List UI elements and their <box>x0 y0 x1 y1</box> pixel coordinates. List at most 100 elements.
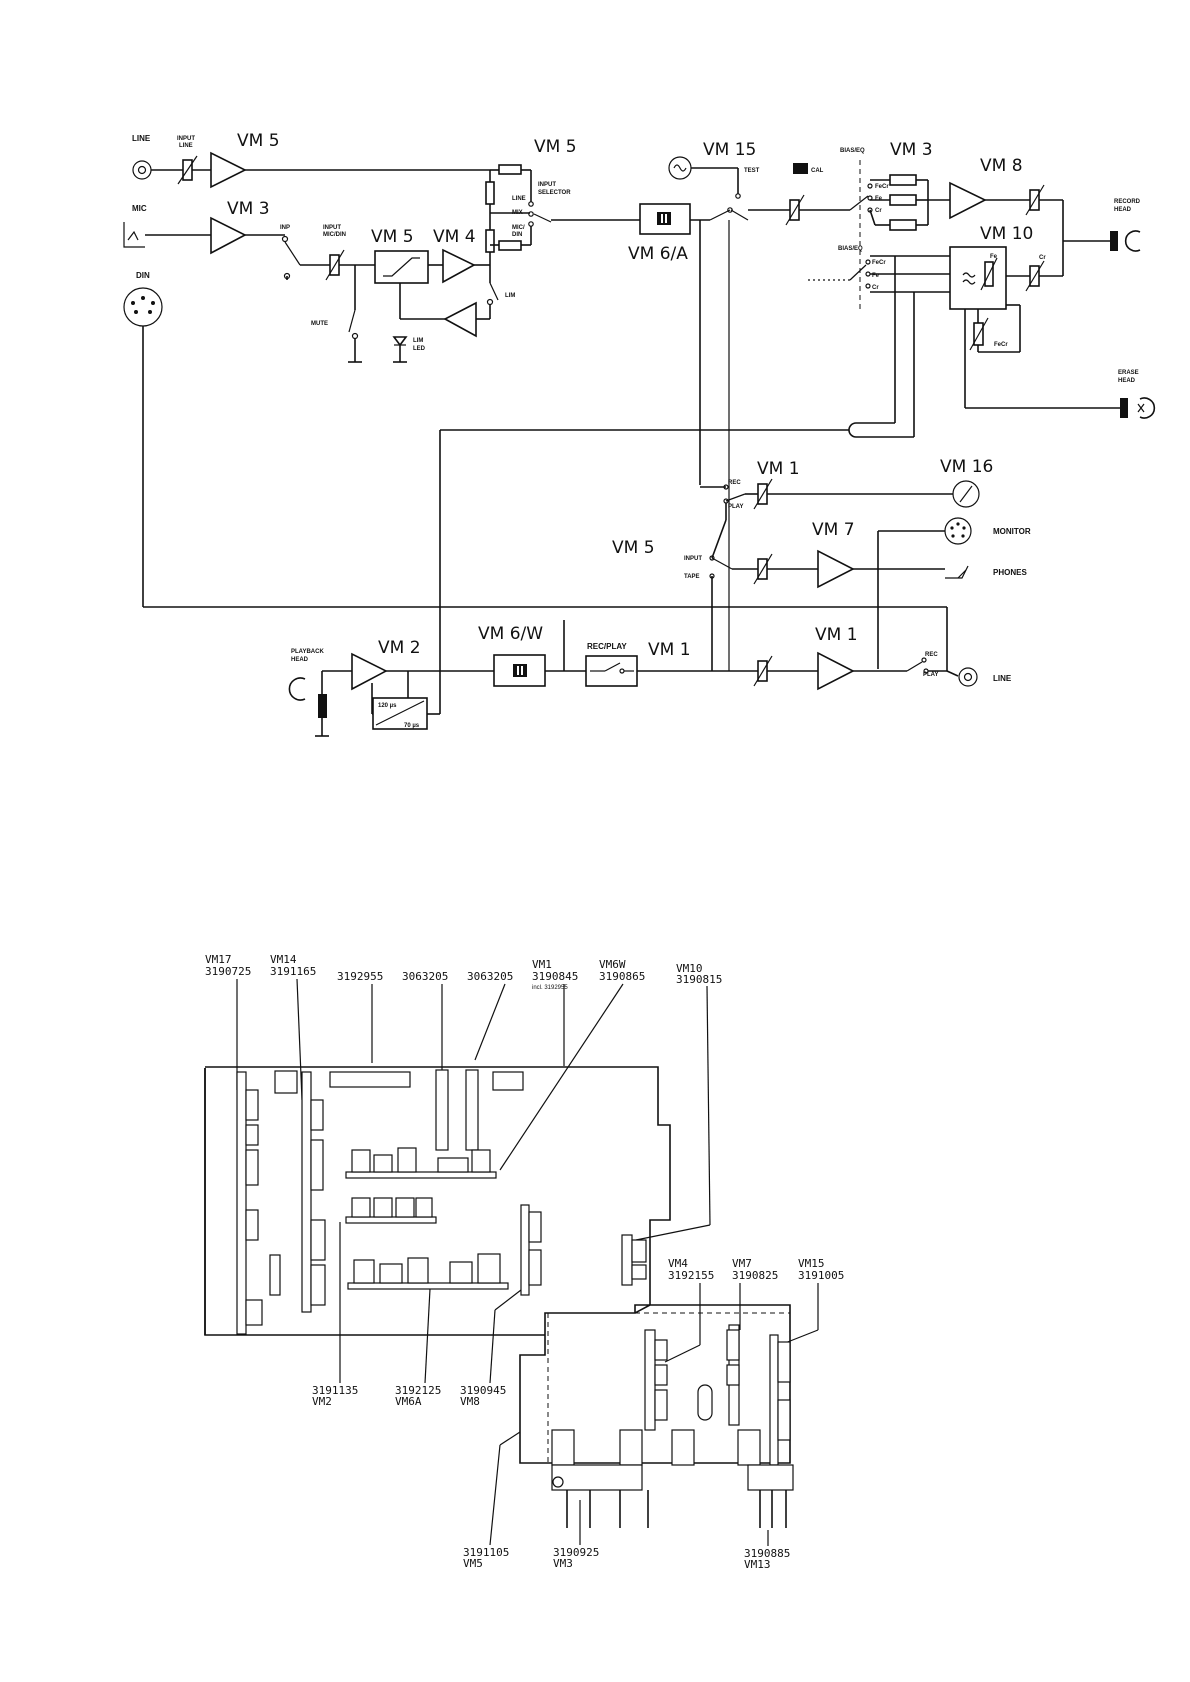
front-controls-row <box>551 1429 794 1528</box>
headphone-icon <box>945 565 969 579</box>
callout-3190945-part: 3190945 <box>460 1384 506 1397</box>
callout-vm4-module: VM4 <box>668 1257 688 1270</box>
label-record-head-2: HEAD <box>1114 207 1132 213</box>
vm5-line-amplifier-icon <box>210 151 247 189</box>
cal-badge <box>793 163 808 174</box>
callout-vm13-module: VM13 <box>744 1558 771 1571</box>
label-playback-head-2: HEAD <box>291 657 309 663</box>
vm7-amplifier-icon <box>817 549 855 589</box>
bottom-leader-lines <box>339 1222 769 1546</box>
label-bias-eq-2: BIAS/EQ <box>838 246 863 252</box>
callout-3191105-part: 3191105 <box>463 1546 509 1559</box>
vm4-amplifier-icon <box>442 248 476 284</box>
monitor-din-socket-icon <box>944 517 972 545</box>
vm17-module <box>236 1071 281 1335</box>
callout-3192955-part: 3192955 <box>337 970 383 983</box>
label-input-selector-2: SELECTOR <box>538 190 571 196</box>
callout-vm15-part: 3191005 <box>798 1269 844 1282</box>
module-vm10: VM 10 <box>980 224 1033 244</box>
label-din: DIN <box>136 271 150 280</box>
level-meter-icon <box>952 480 980 508</box>
label-line-in: LINE <box>132 134 151 143</box>
label-mic: MIC <box>132 204 147 213</box>
vm15-module <box>769 1334 791 1466</box>
callout-3063205a-part: 3063205 <box>402 970 448 983</box>
rec-play-switch-block <box>585 655 638 687</box>
callout-vm14-module: VM14 <box>270 953 297 966</box>
label-cr-10: Cr <box>1039 255 1046 261</box>
module-vm1-recplay: VM 1 <box>648 640 691 660</box>
label-inp: INP <box>280 225 290 231</box>
label-record-head-1: RECORD <box>1114 199 1141 205</box>
module-vm5-limiter: VM 5 <box>371 227 414 247</box>
label-rec-1: REC <box>728 480 741 486</box>
module-vm2: VM 2 <box>378 638 421 658</box>
vm2-module <box>345 1197 437 1224</box>
label-line-out: LINE <box>993 674 1012 683</box>
din-socket-icon <box>123 287 163 327</box>
callout-vm1-module: VM1 <box>532 958 552 971</box>
board-layout: VM17 3190725 VM14 3191165 3192955 306320… <box>204 953 844 1571</box>
callout-3063205b-part: 3063205 <box>467 970 513 983</box>
mute-switch-icon <box>348 309 359 340</box>
callout-vm14-part: 3191165 <box>270 965 316 978</box>
module-vm4: VM 4 <box>433 227 476 247</box>
module-vm5-monitor: VM 5 <box>612 538 655 558</box>
label-play-1: PLAY <box>728 504 743 510</box>
callout-vm7-module: VM7 <box>732 1257 752 1270</box>
module-vm16: VM 16 <box>940 457 993 477</box>
playback-eq-block <box>372 697 428 730</box>
vm8-amplifier-icon <box>949 181 987 220</box>
callout-vm1-note: incl. 3192955 <box>532 985 568 991</box>
label-cr-2: Cr <box>872 285 879 291</box>
label-eq-70: 70 µs <box>404 723 420 729</box>
top-leader-lines <box>236 978 711 1241</box>
label-input-micdin-1: INPUT <box>323 225 341 231</box>
label-monitor: MONITOR <box>993 527 1031 536</box>
label-rec-2: REC <box>925 652 938 658</box>
block-schematic: LINE INPUT LINE VM 5 MIC VM 3 INP DIN <box>123 131 1156 737</box>
vm6a-dolby-block <box>639 203 691 235</box>
label-input-2: INPUT <box>684 556 702 562</box>
module-vm1-meter: VM 1 <box>757 459 800 479</box>
callout-vm2-module: VM2 <box>312 1395 332 1408</box>
callout-vm17-module: VM17 <box>205 953 232 966</box>
label-fecr-1: FeCr <box>875 184 889 190</box>
lim-amplifier-icon <box>443 301 477 338</box>
oval-component <box>697 1384 713 1421</box>
vm6w-module <box>345 1147 497 1179</box>
label-input-micdin-2: MIC/DIN <box>323 232 346 238</box>
top-connector <box>492 1071 524 1091</box>
part-3063205-b <box>465 1069 479 1151</box>
label-eq-120: 120 µs <box>378 703 397 709</box>
label-sel-micdin-1: MIC/ <box>512 225 525 231</box>
lim-switch-icon <box>486 282 499 306</box>
mid-leader-lines <box>664 1283 819 1363</box>
label-play-2: PLAY <box>923 672 938 678</box>
label-lim-led-1: LIM <box>413 338 423 344</box>
label-phones: PHONES <box>993 568 1027 577</box>
callout-vm1-part: 3190845 <box>532 970 578 983</box>
callout-vm10-module: VM10 <box>676 962 703 975</box>
label-cr-1: Cr <box>875 208 882 214</box>
part-3192955 <box>329 1071 411 1088</box>
vm7-module <box>726 1324 740 1426</box>
module-vm8: VM 8 <box>980 156 1023 176</box>
label-fe-10: Fe <box>990 254 998 260</box>
module-vm3-mic: VM 3 <box>227 199 270 219</box>
callout-vm7-part: 3190825 <box>732 1269 778 1282</box>
label-input-line-1: INPUT <box>177 136 195 142</box>
label-input-selector-1: INPUT <box>538 182 556 188</box>
line-output-jack-icon <box>958 667 978 687</box>
label-cal: CAL <box>811 168 824 174</box>
erase-head-icon <box>1120 397 1156 419</box>
label-lim: LIM <box>505 293 515 299</box>
vm14-module <box>301 1071 326 1313</box>
bias-eq-resistor-bank <box>869 174 929 231</box>
vm6a-module <box>347 1253 509 1290</box>
module-vm6w: VM 6/W <box>478 624 543 644</box>
module-vm3-bias: VM 3 <box>890 140 933 160</box>
record-head-icon <box>1110 230 1141 252</box>
label-sel-mix: MIX <box>512 210 523 216</box>
